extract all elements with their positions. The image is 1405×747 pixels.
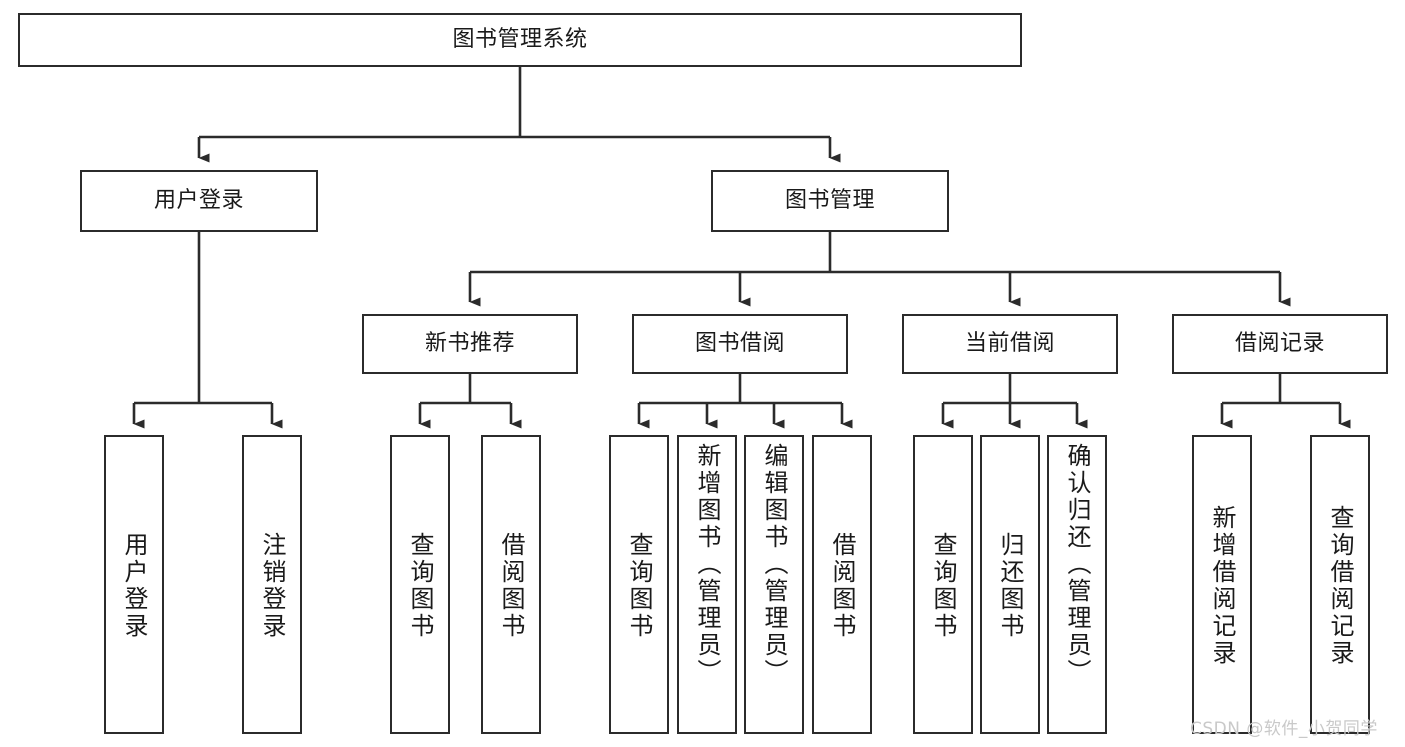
node-leaf-add-record-label: 新增借阅记录 [1208,504,1236,667]
node-leaf-borrow-book-1-label: 借阅图书 [497,531,525,640]
node-leaf-query-book-1-label: 查询图书 [406,531,434,640]
node-leaf-add-book-label: 新增图书（管理员） [693,443,721,686]
csdn-watermark: CSDN @软件_小贺同学 [1190,719,1378,739]
node-new-book-recommend-label: 新书推荐 [424,331,515,357]
node-leaf-borrow-book-2-label: 借阅图书 [828,531,856,640]
node-book-borrow-label: 图书借阅 [694,331,785,357]
node-leaf-user-login[interactable]: 用户登录 [104,435,164,734]
node-leaf-query-book-3-label: 查询图书 [929,531,957,640]
node-leaf-query-record-label: 查询借阅记录 [1326,504,1354,667]
node-leaf-user-login-label: 用户登录 [120,531,148,640]
node-leaf-logout-login[interactable]: 注销登录 [242,435,302,734]
node-borrow-record[interactable]: 借阅记录 [1172,314,1388,374]
node-book-management-label: 图书管理 [784,188,875,214]
node-user-login[interactable]: 用户登录 [80,170,318,232]
node-leaf-confirm-return-label: 确认归还（管理员） [1063,443,1091,686]
node-root-label: 图书管理系统 [452,27,588,53]
node-leaf-confirm-return[interactable]: 确认归还（管理员） [1047,435,1107,734]
node-leaf-add-record[interactable]: 新增借阅记录 [1192,435,1252,734]
node-leaf-return-book[interactable]: 归还图书 [980,435,1040,734]
node-root-book-management-system[interactable]: 图书管理系统 [18,13,1022,67]
node-leaf-borrow-book-1[interactable]: 借阅图书 [481,435,541,734]
node-new-book-recommend[interactable]: 新书推荐 [362,314,578,374]
node-leaf-borrow-book-2[interactable]: 借阅图书 [812,435,872,734]
node-book-management[interactable]: 图书管理 [711,170,949,232]
node-current-borrow-label: 当前借阅 [964,331,1055,357]
node-leaf-logout-login-label: 注销登录 [258,531,286,640]
node-leaf-query-book-2-label: 查询图书 [625,531,653,640]
node-leaf-query-record[interactable]: 查询借阅记录 [1310,435,1370,734]
node-borrow-record-label: 借阅记录 [1234,331,1325,357]
node-user-login-label: 用户登录 [153,188,244,214]
node-leaf-query-book-2[interactable]: 查询图书 [609,435,669,734]
node-leaf-query-book-1[interactable]: 查询图书 [390,435,450,734]
node-leaf-edit-book-label: 编辑图书（管理员） [760,443,788,686]
node-leaf-edit-book[interactable]: 编辑图书（管理员） [744,435,804,734]
node-leaf-add-book[interactable]: 新增图书（管理员） [677,435,737,734]
node-leaf-query-book-3[interactable]: 查询图书 [913,435,973,734]
node-leaf-return-book-label: 归还图书 [996,531,1024,640]
node-book-borrow[interactable]: 图书借阅 [632,314,848,374]
node-current-borrow[interactable]: 当前借阅 [902,314,1118,374]
